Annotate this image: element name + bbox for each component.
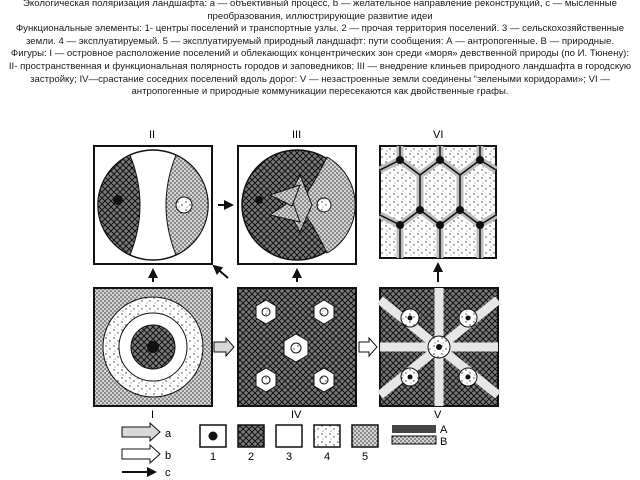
- legend-arrow-a: [121, 421, 161, 443]
- figure-VI: [378, 145, 498, 259]
- legend-path-B: [391, 435, 437, 445]
- figure-label-VI: VI: [433, 129, 443, 141]
- figure-label-V: V: [434, 409, 442, 421]
- legend-label-b: b: [165, 450, 171, 462]
- figure-label-III: III: [292, 129, 301, 141]
- polarization-diagram: II III VI I IV V a b c 1 2 3 4 5 A B: [93, 129, 501, 479]
- legend-num-1: 1: [210, 451, 216, 463]
- caption-line-2: Функциональные элементы: 1- центры посел…: [15, 23, 625, 47]
- legend-swatch-5: [351, 424, 379, 448]
- legend-num-2: 2: [248, 451, 254, 463]
- caption-line-3: Фигуры: I — островное расположение посел…: [8, 48, 632, 98]
- legend-arrow-b: [121, 443, 161, 465]
- figure-label-I: I: [151, 409, 154, 421]
- legend-label-A: A: [440, 424, 448, 436]
- legend-label-a: a: [165, 428, 172, 440]
- legend-label-c: c: [165, 467, 171, 479]
- legend-swatch-3: [275, 424, 303, 448]
- figure-III: [237, 145, 357, 265]
- figure-I: [93, 287, 213, 407]
- legend-num-3: 3: [286, 451, 292, 463]
- figure-IV: [237, 287, 357, 407]
- caption-line-1: Экологическая поляризация ландшафта: а —…: [23, 0, 617, 22]
- figure-V: [377, 287, 501, 407]
- legend-num-5: 5: [362, 451, 368, 463]
- figure-arrows: [148, 200, 443, 358]
- figure-label-IV: IV: [291, 409, 302, 421]
- legend-num-4: 4: [324, 451, 330, 463]
- legend: a b c 1 2 3 4 5 A B: [121, 421, 448, 479]
- legend-swatch-4: [313, 424, 341, 448]
- legend-label-B: B: [440, 436, 447, 448]
- legend-swatch-2: [237, 424, 265, 448]
- figure-label-II: II: [149, 129, 155, 141]
- figure-caption: Экологическая поляризация ландшафта: а —…: [6, 0, 634, 99]
- figure-II: [93, 145, 213, 265]
- legend-path-A: [392, 425, 436, 433]
